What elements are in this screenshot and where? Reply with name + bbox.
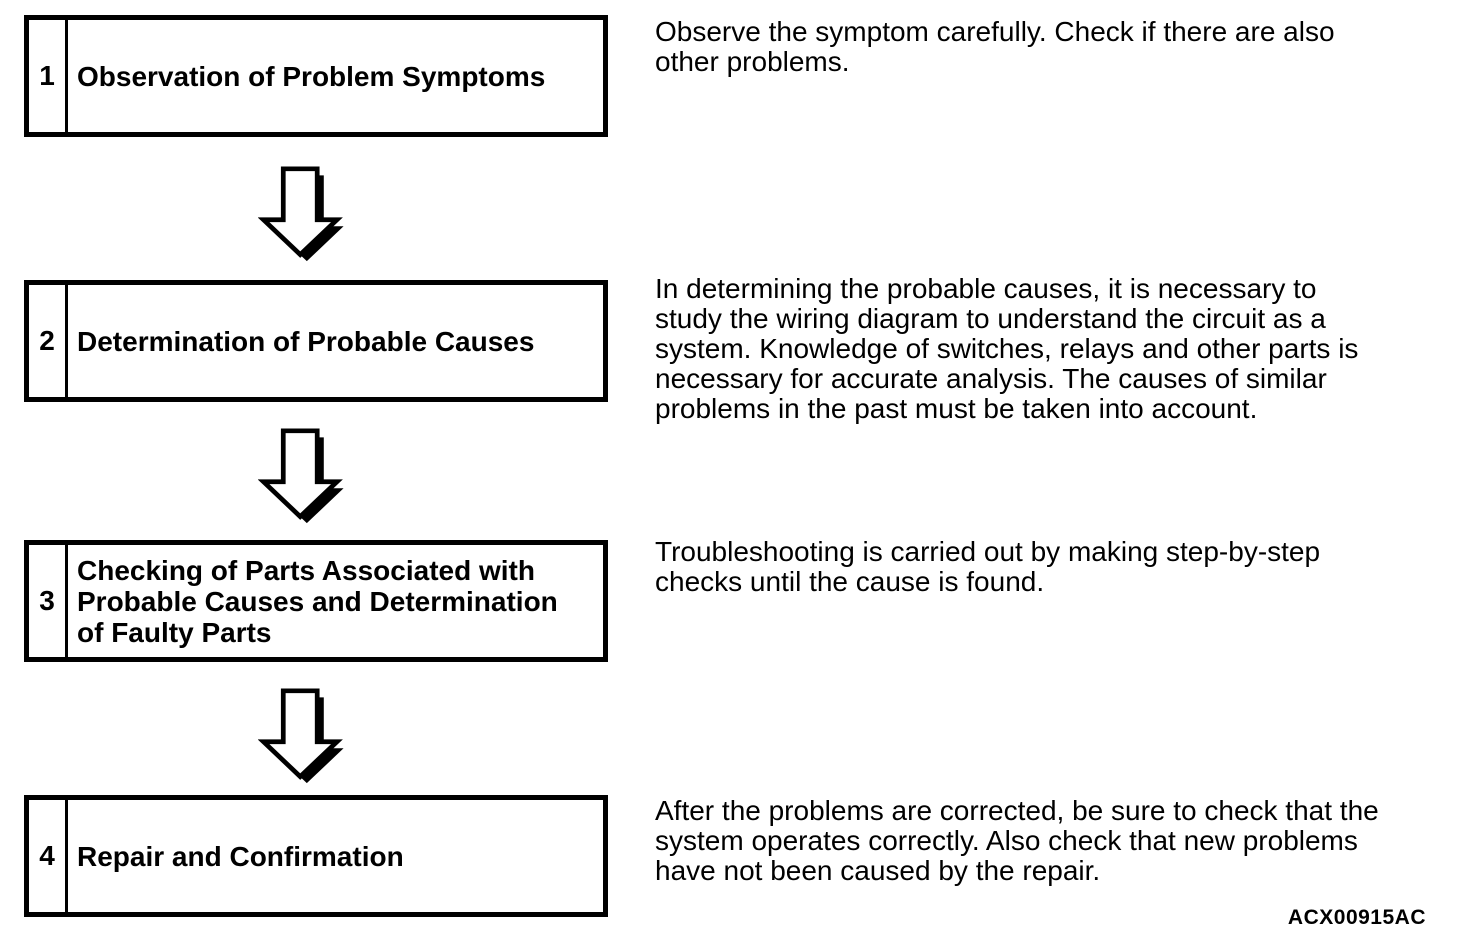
text-line: Determination of Probable Causes [77,325,535,357]
step-row-4: 4 Repair and Confirmation After the prob… [24,795,1472,917]
text-line: system operates correctly. Also check th… [655,825,1358,856]
text-line: have not been caused by the repair. [655,855,1101,886]
step-title: Observation of Problem Symptoms [68,20,603,132]
step-number: 1 [29,20,68,132]
text-line: Observe the symptom carefully. Check if … [655,16,1335,47]
step-title: Determination of Probable Causes [68,285,603,397]
text-line: checks until the cause is found. [655,566,1045,597]
down-arrow-icon [258,166,350,264]
text-line: study the wiring diagram to understand t… [655,303,1326,334]
step-description: Troubleshooting is carried out by making… [655,537,1320,597]
text-line: After the problems are corrected, be sur… [655,795,1379,826]
step-number: 2 [29,285,68,397]
step-number: 4 [29,800,68,912]
step-row-1: 1 Observation of Problem Symptoms Observ… [24,15,1472,137]
text-line: Troubleshooting is carried out by making… [655,536,1321,567]
text-line: system. Knowledge of switches, relays an… [655,333,1359,364]
text-line: problems in the past must be taken into … [655,393,1258,424]
text-line: Checking of Parts Associated with [77,554,535,586]
text-line: of Faulty Parts [77,616,272,648]
figure-code: ACX00915AC [1287,906,1426,929]
step-number: 3 [29,545,68,657]
text-line: In determining the probable causes, it i… [655,273,1317,304]
step-box: 4 Repair and Confirmation [24,795,608,917]
text-line: Observation of Problem Symptoms [77,60,546,92]
down-arrow-icon [258,688,350,786]
text-line: Probable Causes and Determination [77,585,558,617]
step-description: In determining the probable causes, it i… [655,274,1358,424]
text-line: Repair and Confirmation [77,840,404,872]
down-arrow-icon [258,428,350,526]
step-box: 2 Determination of Probable Causes [24,280,608,402]
step-row-2: 2 Determination of Probable Causes In de… [24,274,1472,424]
step-box: 1 Observation of Problem Symptoms [24,15,608,137]
text-line: necessary for accurate analysis. The cau… [655,363,1327,394]
step-title: Repair and Confirmation [68,800,603,912]
text-line: other problems. [655,46,850,77]
step-description: Observe the symptom carefully. Check if … [655,17,1335,77]
step-description: After the problems are corrected, be sur… [655,796,1379,886]
